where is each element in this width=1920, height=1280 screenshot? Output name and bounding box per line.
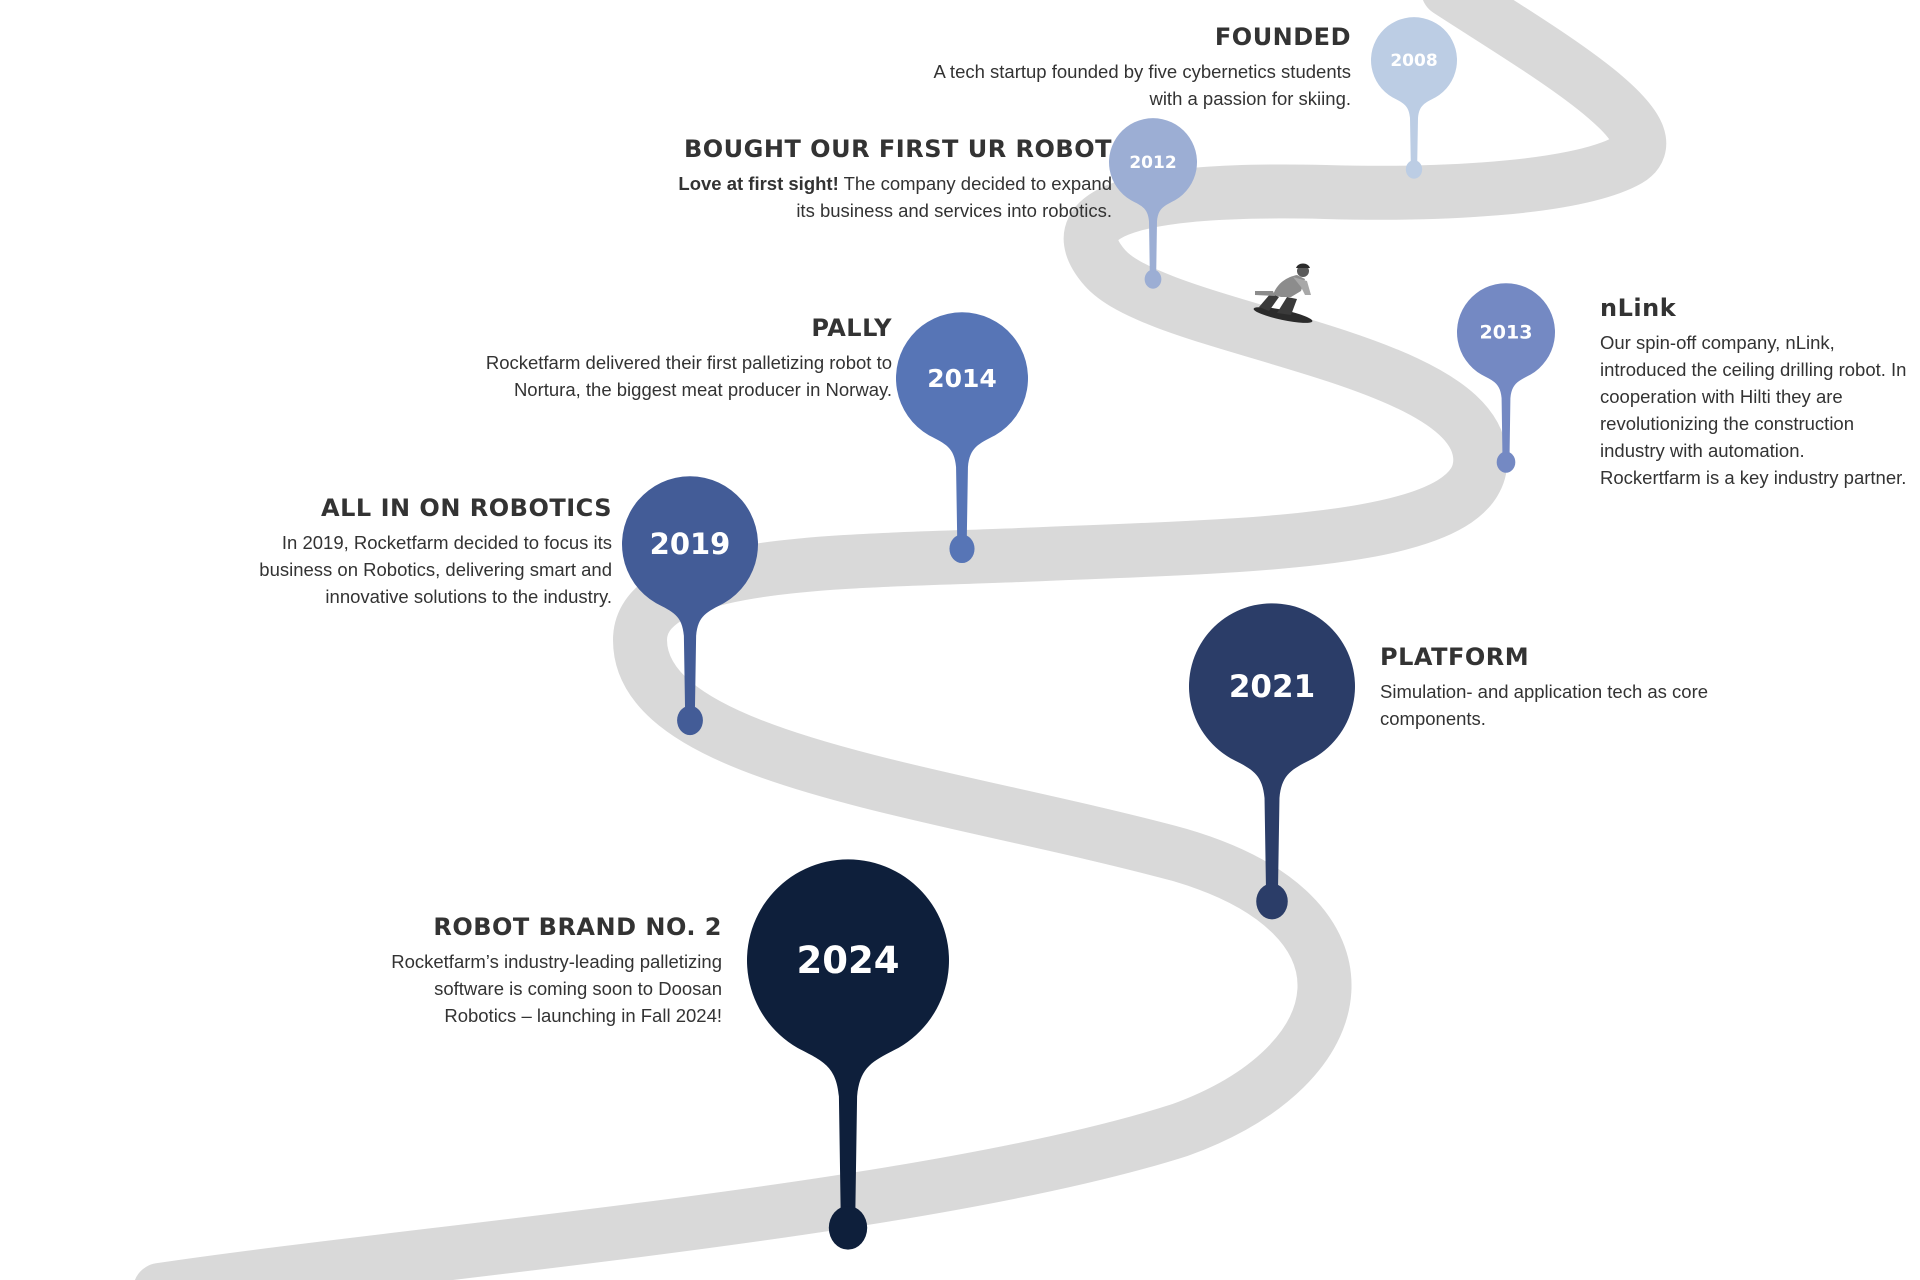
pin-head: [1457, 283, 1555, 457]
pin-2013: 2013: [1457, 283, 1555, 473]
pin-year-label: 2012: [1129, 153, 1176, 173]
milestone-pins: 2008 2012 2013 2014 2019 2021 2024: [622, 17, 1555, 1250]
milestone-2021-text: PLATFORM Simulation- and application tec…: [1380, 643, 1710, 732]
pin-2024: 2024: [746, 859, 949, 1250]
milestone-2013-text: nLink Our spin-off company, nLink, intro…: [1600, 294, 1910, 491]
pin-year-label: 2019: [650, 527, 731, 561]
pin-head: [1109, 118, 1197, 274]
pin-drop: [1256, 883, 1288, 920]
pin-year-label: 2024: [797, 939, 900, 982]
pin-2008: 2008: [1371, 17, 1457, 179]
milestone-2014-text: PALLY Rocketfarm delivered their first p…: [420, 314, 892, 403]
milestone-description: Simulation- and application tech as core…: [1380, 680, 1709, 729]
pin-2014: 2014: [896, 312, 1028, 564]
milestone-description: The company decided to expand its busine…: [796, 172, 1112, 221]
winding-road: [135, 0, 1666, 1280]
milestone-description: Our spin-off company, nLink, introduced …: [1600, 331, 1907, 488]
pin-head: [1371, 17, 1457, 165]
pin-year-label: 2008: [1390, 51, 1437, 71]
milestone-2012-text: BOUGHT OUR FIRST UR ROBOT Love at first …: [662, 135, 1112, 224]
milestone-description: Rocketfarm delivered their first palleti…: [485, 351, 892, 400]
milestone-description: In 2019, Rocketfarm decided to focus its…: [259, 531, 612, 607]
milestone-title: ALL IN ON ROBOTICS: [321, 494, 612, 522]
milestone-2008-text: FOUNDED A tech startup founded by five c…: [900, 23, 1351, 112]
milestone-2024-text: ROBOT BRAND NO. 2 Rocketfarm’s industry-…: [360, 913, 722, 1029]
pin-drop: [949, 534, 975, 564]
pin-2012: 2012: [1109, 118, 1197, 289]
milestone-title: FOUNDED: [1214, 23, 1351, 51]
pin-2019: 2019: [622, 476, 759, 736]
pin-head: [1189, 603, 1355, 892]
milestone-title: BOUGHT OUR FIRST UR ROBOT: [683, 135, 1112, 163]
pin-year-label: 2021: [1229, 669, 1315, 705]
milestone-title: PALLY: [811, 314, 892, 342]
milestone-title: PLATFORM: [1380, 643, 1530, 671]
pin-drop: [1496, 451, 1516, 473]
pin-drop: [1405, 160, 1423, 179]
pin-year-label: 2014: [927, 364, 997, 393]
pin-drop: [1144, 269, 1162, 289]
milestone-title: ROBOT BRAND NO. 2: [433, 913, 722, 941]
pin-head: [896, 312, 1028, 541]
pin-2021: 2021: [1189, 603, 1355, 920]
milestone-2019-text: ALL IN ON ROBOTICS In 2019, Rocketfarm d…: [230, 494, 612, 610]
milestone-title: nLink: [1600, 294, 1677, 322]
milestone-description: Rocketfarm’s industry-leading palletizin…: [391, 950, 722, 1026]
pin-year-label: 2013: [1480, 322, 1533, 344]
pin-drop: [828, 1205, 868, 1250]
snowboarder-icon: [1253, 263, 1313, 323]
pin-head: [746, 859, 949, 1216]
pin-head: [622, 476, 759, 713]
milestone-lead: Love at first sight!: [678, 172, 839, 194]
milestone-description-block: Love at first sight! The company decided…: [662, 170, 1112, 224]
pin-drop: [677, 705, 703, 736]
milestone-description: A tech startup founded by five cyberneti…: [933, 60, 1351, 109]
